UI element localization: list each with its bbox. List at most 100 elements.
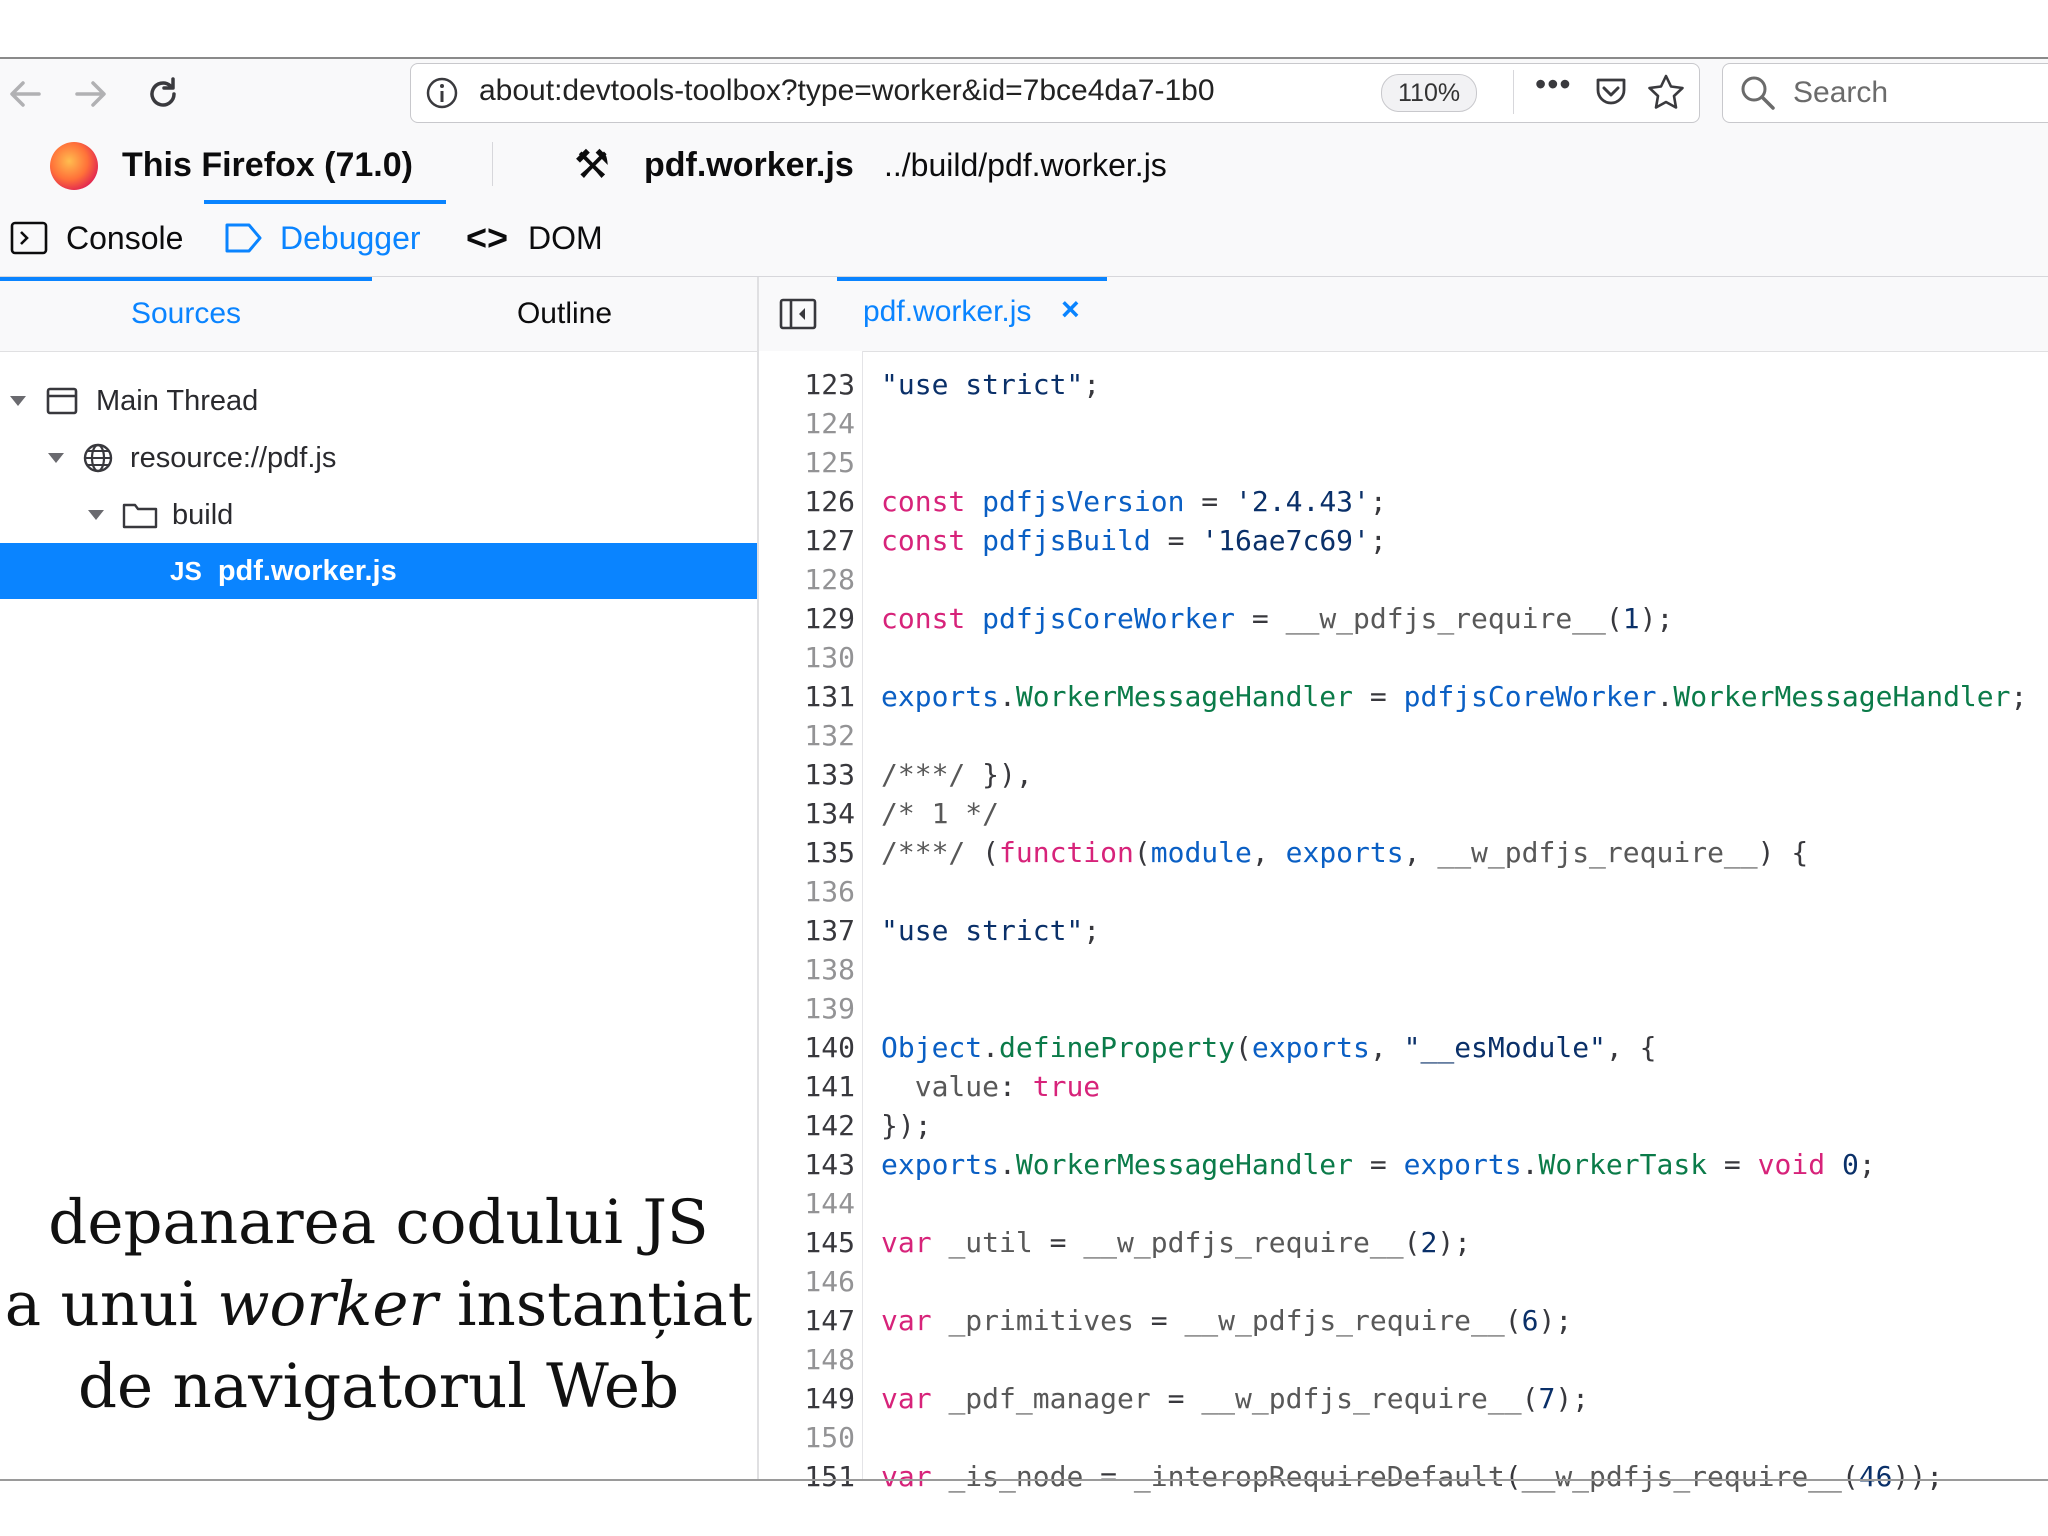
line-number[interactable]: 129 [804, 602, 855, 635]
line-number[interactable]: 137 [804, 914, 855, 947]
code-line[interactable]: 125 [759, 444, 2048, 482]
dom-brackets-icon: <> [466, 217, 509, 258]
editor-tab-file[interactable]: pdf.worker.js [863, 295, 1032, 328]
line-number[interactable]: 139 [804, 992, 855, 1025]
tab-dom[interactable]: <> DOM [466, 200, 603, 276]
code-text: "use strict"; [881, 914, 1101, 947]
code-line[interactable]: 124 [759, 405, 2048, 443]
code-line[interactable]: 128 [759, 561, 2048, 599]
url-text[interactable]: about:devtools-toolbox?type=worker&id=7b… [479, 74, 1215, 107]
tab-console[interactable]: Console [10, 200, 183, 276]
line-number[interactable]: 146 [804, 1265, 855, 1298]
code-line[interactable]: 126 const pdfjsVersion = '2.4.43'; [759, 483, 2048, 521]
code-line[interactable]: 132 [759, 717, 2048, 755]
tree-item-folder[interactable]: build [0, 487, 757, 543]
line-number[interactable]: 134 [804, 797, 855, 830]
line-number[interactable]: 143 [804, 1148, 855, 1181]
code-line[interactable]: 144 [759, 1185, 2048, 1223]
js-file-icon: JS [170, 555, 202, 586]
code-line[interactable]: 136 [759, 873, 2048, 911]
code-line[interactable]: 146 [759, 1263, 2048, 1301]
line-number[interactable]: 131 [804, 680, 855, 713]
line-number[interactable]: 138 [804, 953, 855, 986]
expand-triangle-icon[interactable] [88, 510, 104, 520]
line-number[interactable]: 133 [804, 758, 855, 791]
line-number[interactable]: 149 [804, 1382, 855, 1415]
code-line[interactable]: 135/***/ (function(module, exports, __w_… [759, 834, 2048, 872]
code-line[interactable]: 141 value: true [759, 1068, 2048, 1106]
line-number[interactable]: 147 [804, 1304, 855, 1337]
back-arrow-icon[interactable] [2, 71, 48, 117]
tab-debugger[interactable]: Debugger [224, 200, 421, 276]
code-text: var _primitives = __w_pdfjs_require__(6)… [881, 1304, 1573, 1337]
code-text: var _is_node = _interopRequireDefault(__… [881, 1460, 1944, 1493]
line-number[interactable]: 151 [804, 1460, 855, 1493]
line-number[interactable]: 142 [804, 1109, 855, 1142]
code-line[interactable]: 148 [759, 1341, 2048, 1379]
code-text: const pdfjsVersion = '2.4.43'; [881, 485, 1387, 518]
code-line[interactable]: 151 var _is_node = _interopRequireDefault… [759, 1458, 2048, 1496]
code-line[interactable]: 133/***/ }), [759, 756, 2048, 794]
tab-sources[interactable]: Sources [130, 297, 242, 330]
forward-arrow-icon[interactable] [68, 71, 114, 117]
tree-item-main-thread[interactable]: Main Thread [0, 373, 757, 429]
line-number[interactable]: 135 [804, 836, 855, 869]
url-bar[interactable]: about:devtools-toolbox?type=worker&id=7b… [410, 63, 1700, 123]
code-text: Object.defineProperty(exports, "__esModu… [881, 1031, 1657, 1064]
worker-name: pdf.worker.js [644, 146, 854, 184]
search-input[interactable]: Search [1722, 63, 2048, 123]
line-number[interactable]: 124 [804, 407, 855, 440]
line-number[interactable]: 123 [804, 368, 855, 401]
line-number[interactable]: 132 [804, 719, 855, 752]
code-line[interactable]: 130 [759, 639, 2048, 677]
toggle-sidebar-icon[interactable] [779, 297, 817, 336]
line-number[interactable]: 141 [804, 1070, 855, 1103]
page-actions-menu-icon[interactable]: ••• [1535, 66, 1572, 102]
line-number[interactable]: 148 [804, 1343, 855, 1376]
line-number[interactable]: 144 [804, 1187, 855, 1220]
browser-toolbar: about:devtools-toolbox?type=worker&id=7b… [0, 57, 2048, 130]
expand-triangle-icon[interactable] [48, 453, 64, 463]
zoom-indicator[interactable]: 110% [1381, 74, 1478, 112]
line-number[interactable]: 136 [804, 875, 855, 908]
code-line[interactable]: 150 [759, 1419, 2048, 1457]
line-gutter [759, 351, 863, 1479]
tree-item-file-selected[interactable]: JS pdf.worker.js [0, 543, 757, 599]
line-number[interactable]: 130 [804, 641, 855, 674]
code-line[interactable]: 147 var _primitives = __w_pdfjs_require__… [759, 1302, 2048, 1340]
code-line[interactable]: 139 [759, 990, 2048, 1028]
line-number[interactable]: 127 [804, 524, 855, 557]
reload-icon[interactable] [140, 71, 186, 117]
target-divider [492, 142, 493, 186]
bookmark-star-icon[interactable] [1647, 73, 1685, 116]
info-icon[interactable] [425, 76, 459, 115]
code-line[interactable]: 134/* 1 */ [759, 795, 2048, 833]
caption-line-2-end: instanțiat [437, 1269, 753, 1340]
tree-item-domain[interactable]: resource://pdf.js [0, 430, 757, 486]
line-number[interactable]: 140 [804, 1031, 855, 1064]
line-number[interactable]: 145 [804, 1226, 855, 1259]
code-line[interactable]: 123"use strict"; [759, 366, 2048, 404]
line-number[interactable]: 126 [804, 485, 855, 518]
code-line[interactable]: 137 "use strict"; [759, 912, 2048, 950]
caption-line-2-start: a unui [4, 1269, 218, 1340]
tab-outline[interactable]: Outline [516, 297, 613, 330]
code-line[interactable]: 140 Object.defineProperty(exports, "__esM… [759, 1029, 2048, 1067]
sources-pane: Sources Outline Main Thread resource://p… [0, 277, 759, 1479]
line-number[interactable]: 128 [804, 563, 855, 596]
expand-triangle-icon[interactable] [10, 396, 26, 406]
code-line[interactable]: 142}); [759, 1107, 2048, 1145]
line-number[interactable]: 150 [804, 1421, 855, 1454]
code-line[interactable]: 138 [759, 951, 2048, 989]
code-text: }); [881, 1109, 932, 1142]
pocket-icon[interactable] [1593, 74, 1629, 115]
close-tab-icon[interactable]: × [1061, 291, 1080, 327]
runtime-name[interactable]: This Firefox (71.0) [122, 146, 413, 184]
line-number[interactable]: 125 [804, 446, 855, 479]
